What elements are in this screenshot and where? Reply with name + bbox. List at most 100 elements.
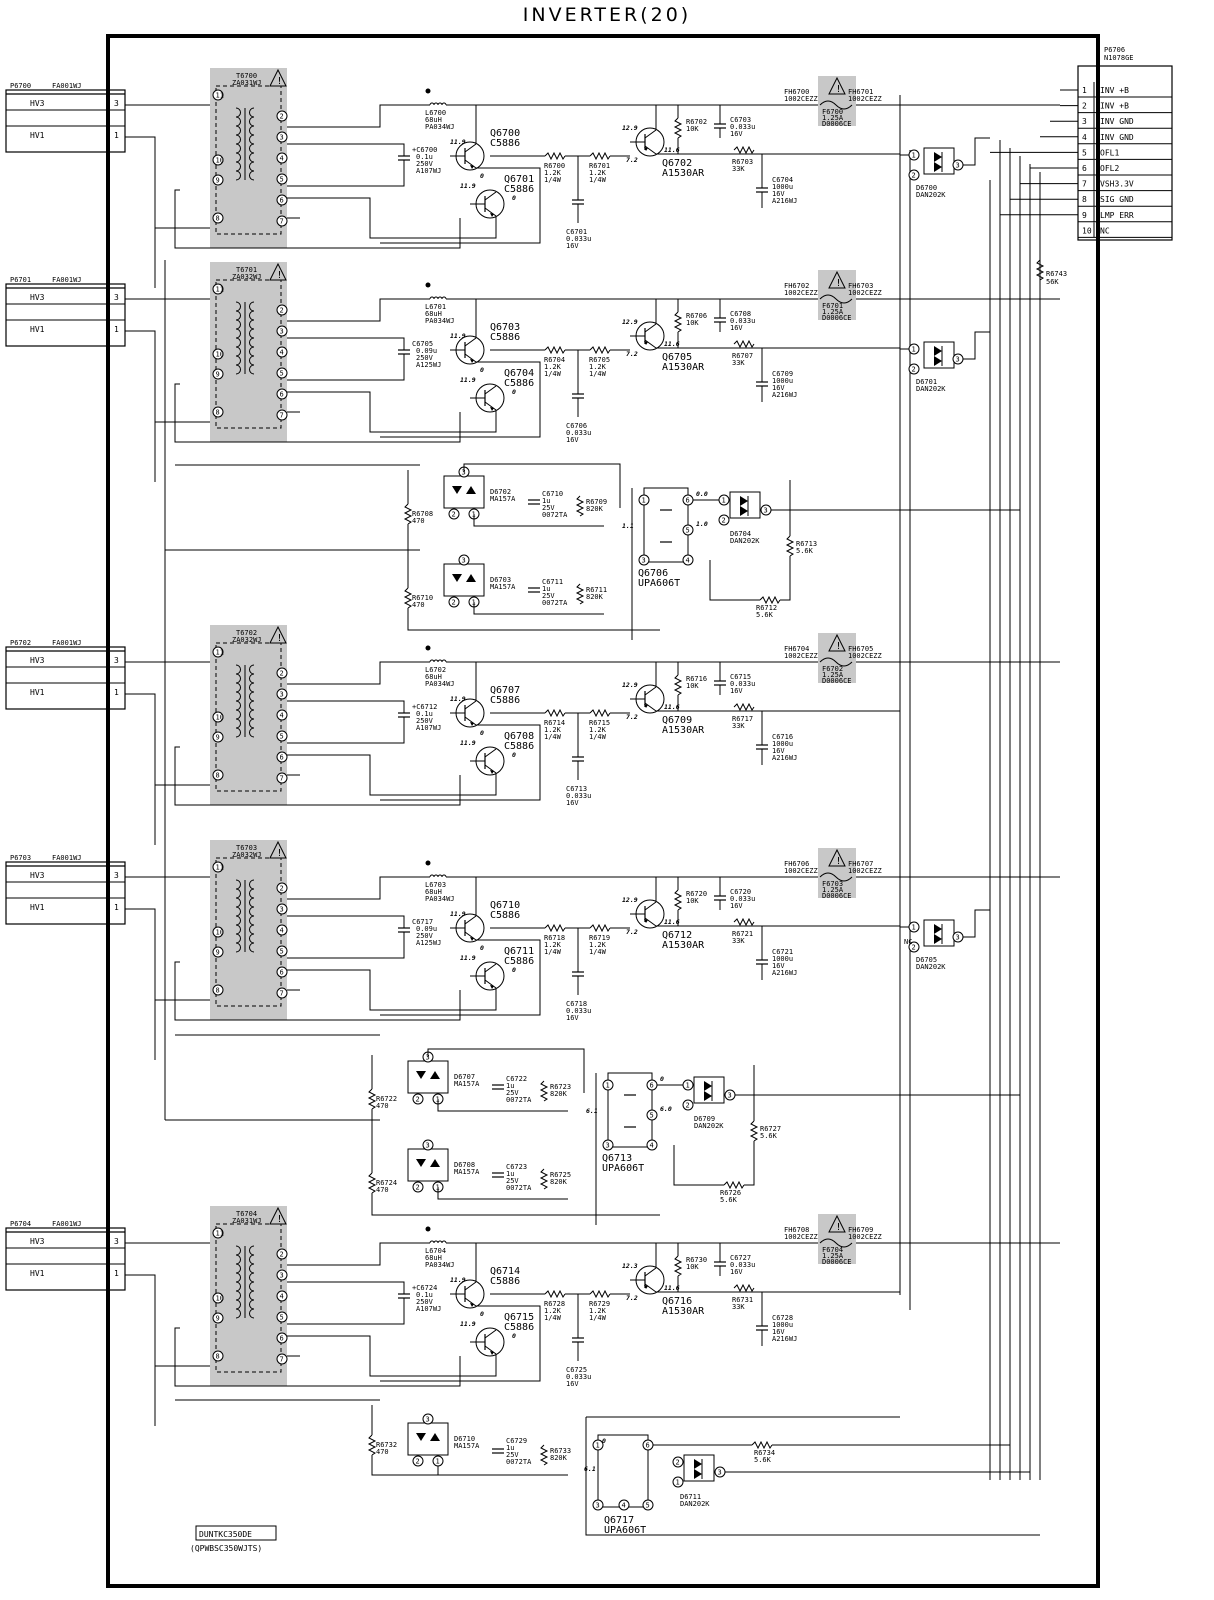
input-connector-part: FA001WJ bbox=[52, 82, 82, 90]
pin-number: 3 bbox=[606, 1142, 610, 1150]
resistor bbox=[733, 917, 755, 927]
pin-number: 3 bbox=[956, 934, 960, 942]
wire bbox=[427, 1048, 585, 1093]
fuse-shade bbox=[818, 76, 856, 126]
pin-number: 5 bbox=[280, 176, 284, 184]
diode-package bbox=[729, 491, 761, 519]
output-connector-part: N1078GE bbox=[1104, 54, 1134, 62]
pin-number: 3 bbox=[718, 1469, 722, 1477]
rb-v2: 1/4W bbox=[589, 176, 607, 184]
pin-number: 2 bbox=[416, 1458, 420, 1466]
prot-cb-v1: 1u bbox=[542, 585, 550, 593]
rb-v1: 1.2K bbox=[589, 726, 607, 734]
warning-icon bbox=[269, 68, 287, 87]
transistor-arrow bbox=[490, 213, 494, 217]
diode bbox=[430, 1433, 440, 1441]
output-pin-name: INV GND bbox=[1100, 117, 1134, 126]
diode bbox=[740, 496, 748, 506]
transistor-lead bbox=[464, 159, 477, 169]
last-r-val: 5.6K bbox=[754, 1456, 772, 1464]
inductor-val: 68uH bbox=[425, 673, 442, 681]
prot-r2-ref: R6726 bbox=[720, 1189, 741, 1197]
c2-ref: C6706 bbox=[566, 422, 587, 430]
qp-voltage2: 7.2 bbox=[626, 713, 638, 721]
prot-ca-v2: 25V bbox=[506, 1089, 519, 1097]
inductor-coil bbox=[441, 1240, 447, 1244]
warning-mark: ! bbox=[836, 856, 842, 867]
transformer-ref: T6701 bbox=[236, 266, 257, 274]
coil bbox=[235, 942, 241, 953]
c3-v2: 16V bbox=[730, 130, 743, 138]
transistor-lead bbox=[464, 1297, 477, 1307]
pin-circle bbox=[212, 984, 224, 996]
input-connector-box bbox=[5, 283, 126, 347]
qb-ref: Q6708 bbox=[504, 731, 534, 742]
resistor bbox=[544, 708, 566, 718]
pin-number: 6 bbox=[646, 1442, 650, 1450]
qp-voltage3: 11.6 bbox=[664, 703, 680, 711]
qp-val: A1530AR bbox=[662, 940, 705, 951]
transistor-lead bbox=[464, 915, 477, 925]
pin-circle bbox=[618, 1499, 630, 1511]
c2-ref: C6701 bbox=[566, 228, 587, 236]
warning-mark: ! bbox=[836, 1222, 842, 1233]
fuse-val: 1.25A bbox=[822, 886, 844, 894]
diode bbox=[740, 506, 748, 516]
r6743-ref: R6743 bbox=[1046, 270, 1067, 278]
pin-circle bbox=[458, 554, 470, 566]
qa-voltage2: 0 bbox=[480, 366, 484, 374]
inductor-coil bbox=[437, 296, 443, 300]
wire bbox=[473, 602, 604, 615]
wire bbox=[437, 1099, 568, 1112]
last-bridge-ref: D6710 bbox=[454, 1435, 475, 1443]
transistor-lead bbox=[644, 1283, 657, 1293]
wire bbox=[174, 961, 461, 1021]
pin-circle bbox=[908, 941, 920, 953]
pin-circle bbox=[276, 709, 288, 721]
coil bbox=[235, 170, 241, 181]
fhb-val: 1002CEZZ bbox=[848, 1233, 882, 1241]
pin-number: 3 bbox=[956, 356, 960, 364]
cap1-ref: +C6712 bbox=[412, 703, 437, 711]
resistor bbox=[539, 1080, 549, 1102]
c2-v2: 16V bbox=[566, 1014, 579, 1022]
output-connector-ref: P6706 bbox=[1104, 46, 1125, 54]
hv3-label: HV3 bbox=[30, 871, 45, 880]
hv3-label: HV3 bbox=[30, 656, 45, 665]
inductor-coil bbox=[429, 874, 435, 878]
pin-number: 10 bbox=[216, 714, 224, 722]
ce-v1: 1000u bbox=[772, 955, 793, 963]
transistor-lead bbox=[484, 748, 497, 758]
transistor-lead bbox=[644, 1267, 657, 1277]
qb-val: C5886 bbox=[504, 184, 534, 195]
pin-3: 3 bbox=[114, 293, 119, 302]
c3-v1: 0.033u bbox=[730, 680, 755, 688]
resistor bbox=[575, 495, 585, 517]
pin-number: 1 bbox=[596, 1442, 600, 1450]
transistor-lead bbox=[644, 339, 657, 349]
wire bbox=[407, 608, 660, 631]
pin-number: 4 bbox=[280, 155, 284, 163]
pin-number: 2 bbox=[912, 944, 916, 952]
resistor bbox=[539, 1444, 549, 1466]
diode-package bbox=[923, 341, 955, 369]
qa-val: C5886 bbox=[490, 910, 520, 921]
pin-circle bbox=[412, 1181, 424, 1193]
qb-voltage2: 0 bbox=[512, 194, 516, 202]
qb-voltage: 11.9 bbox=[460, 1320, 476, 1328]
pin-number: 4 bbox=[280, 1293, 284, 1301]
c2-v2: 16V bbox=[566, 1380, 579, 1388]
pin-circle bbox=[908, 169, 920, 181]
ra-v1: 1.2K bbox=[544, 169, 562, 177]
warning-mark: ! bbox=[277, 76, 283, 87]
qb-ref: Q6711 bbox=[504, 946, 534, 957]
pin-circle bbox=[276, 882, 288, 894]
wire bbox=[287, 143, 405, 156]
qp-val: A1530AR bbox=[662, 168, 705, 179]
pin-number: 3 bbox=[462, 557, 466, 565]
pin-circle bbox=[276, 131, 288, 143]
diode bbox=[416, 1433, 426, 1441]
cap1-v1: 0.1u bbox=[416, 1291, 433, 1299]
pin-number: 1 bbox=[722, 497, 726, 505]
pin-number: 10 bbox=[216, 929, 224, 937]
